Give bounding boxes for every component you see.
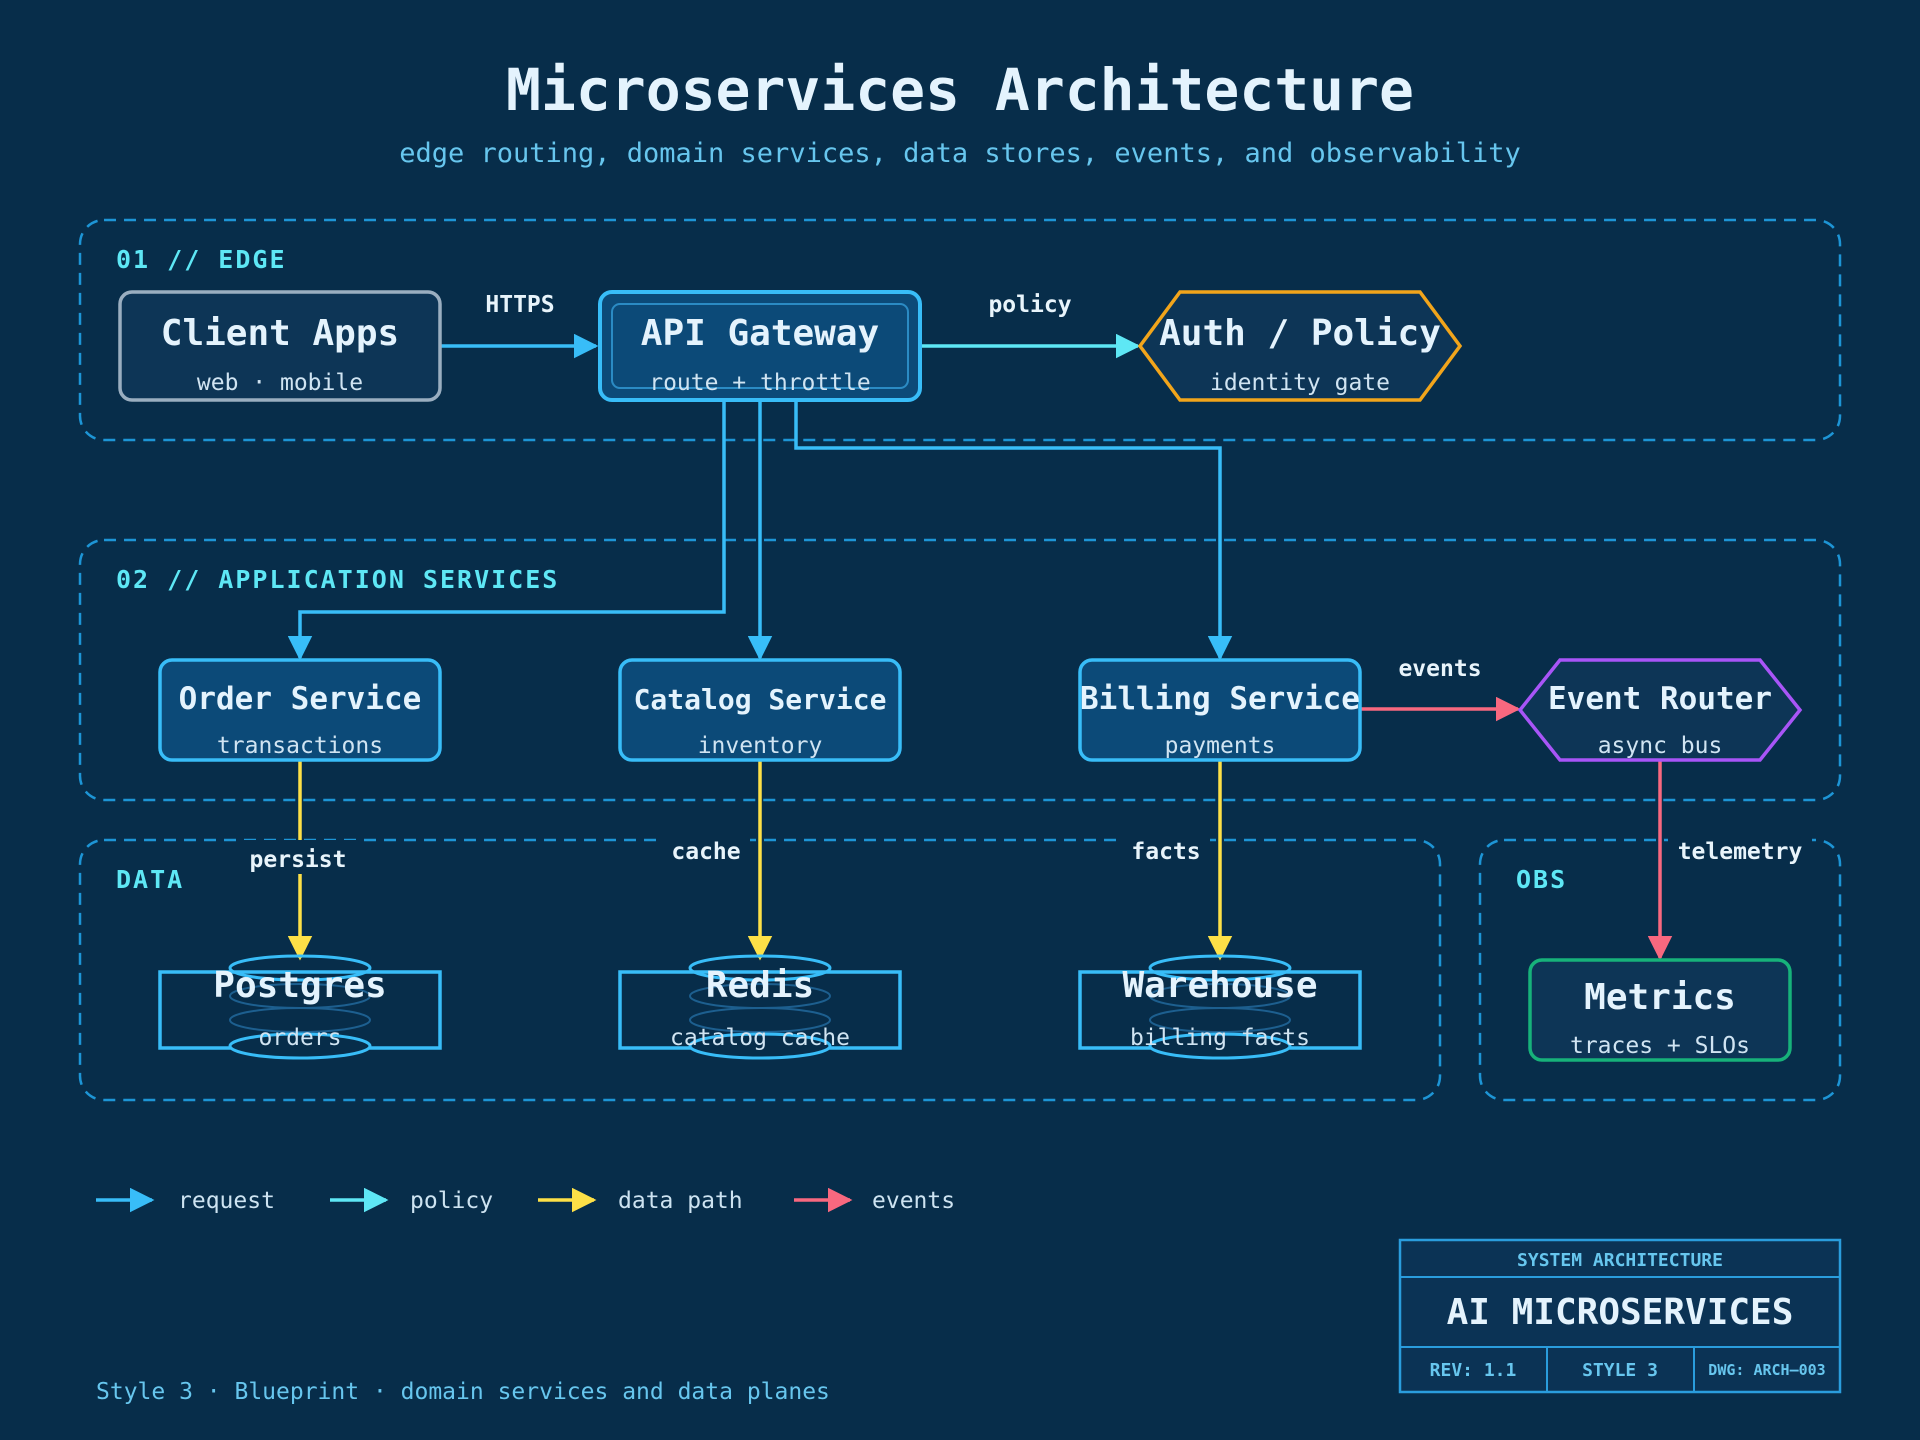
node-postgres-sub: orders <box>258 1025 341 1051</box>
legend-item-events: events <box>794 1187 955 1214</box>
db-disk-icon <box>1148 954 1292 982</box>
db-disk-icon <box>228 954 372 982</box>
db-disk-icon <box>1149 1007 1291 1033</box>
node-redis-title: Redis <box>706 965 814 1006</box>
edge-label-telemetry: telemetry <box>1678 839 1803 865</box>
node-redis[interactable]: Redis catalog cache <box>618 954 902 1060</box>
edge-label-facts: facts <box>1131 839 1200 865</box>
legend: request policy data path events <box>96 1187 955 1214</box>
node-warehouse-sub: billing facts <box>1130 1025 1310 1051</box>
node-router-sub: async bus <box>1598 733 1723 759</box>
node-billing-sub: payments <box>1165 733 1276 759</box>
zone-app-label: 02 // APPLICATION SERVICES <box>116 565 559 594</box>
db-disk-icon <box>689 1007 831 1033</box>
node-postgres-title: Postgres <box>213 965 386 1006</box>
zone-obs-label: OBS <box>1516 865 1567 894</box>
titleblock-rev: REV: 1.1 <box>1430 1360 1517 1381</box>
node-auth-title: Auth / Policy <box>1159 313 1441 354</box>
db-disk-icon <box>229 1007 371 1033</box>
node-auth-policy[interactable]: Auth / Policy identity gate <box>1137 290 1463 402</box>
db-disk-icon <box>688 1032 832 1060</box>
node-gateway-sub: route + throttle <box>649 370 871 396</box>
edge-label-events: events <box>1398 656 1481 682</box>
legend-label: data path <box>618 1188 743 1214</box>
edge-label-mask-persist <box>238 840 360 874</box>
node-order-sub: transactions <box>217 733 383 759</box>
edge-label-persist: persist <box>250 847 347 873</box>
node-gateway-title: API Gateway <box>641 313 879 354</box>
node-order-service[interactable]: Order Service transactions <box>158 658 442 762</box>
edge-gateway-order <box>287 400 726 661</box>
node-redis-sub: catalog cache <box>670 1025 850 1051</box>
node-metrics[interactable]: Metrics traces + SLOs <box>1528 958 1792 1062</box>
edge-label-https: HTTPS <box>485 292 554 318</box>
diagram-subtitle: edge routing, domain services, data stor… <box>399 138 1521 169</box>
edge-label-mask-facts <box>1122 830 1210 864</box>
node-postgres[interactable]: Postgres orders <box>158 954 442 1060</box>
node-event-router[interactable]: Event Router async bus <box>1517 658 1803 762</box>
title-block: SYSTEM ARCHITECTURE AI MICROSERVICES REV… <box>1398 1238 1842 1394</box>
edge-label-policy: policy <box>988 292 1071 318</box>
db-disk-icon <box>228 1032 372 1060</box>
node-api-gateway[interactable]: API Gateway route + throttle <box>598 290 922 402</box>
legend-label: request <box>178 1188 275 1214</box>
diagram-title: Microservices Architecture <box>506 56 1414 124</box>
node-catalog-service[interactable]: Catalog Service inventory <box>618 658 902 762</box>
node-catalog-title: Catalog Service <box>634 683 887 716</box>
legend-label: policy <box>410 1188 493 1214</box>
legend-item-request: request <box>96 1187 275 1214</box>
node-warehouse-title: Warehouse <box>1122 965 1317 1006</box>
edge-label-mask-cache <box>660 830 750 864</box>
node-auth-sub: identity gate <box>1210 370 1390 396</box>
node-billing-title: Billing Service <box>1080 681 1360 717</box>
node-warehouse[interactable]: Warehouse billing facts <box>1078 954 1362 1060</box>
titleblock-dwg: DWG: ARCH–003 <box>1708 1361 1825 1379</box>
node-router-title: Event Router <box>1548 681 1772 717</box>
node-client-title: Client Apps <box>161 313 399 354</box>
zone-data-label: DATA <box>116 865 184 894</box>
node-metrics-sub: traces + SLOs <box>1570 1033 1750 1059</box>
node-metrics-title: Metrics <box>1584 977 1736 1018</box>
footer-caption: Style 3 · Blueprint · domain services an… <box>96 1379 830 1405</box>
edge-gateway-billing <box>794 400 1233 661</box>
db-disk-icon <box>1148 1032 1292 1060</box>
zone-edge-label: 01 // EDGE <box>116 245 287 274</box>
edge-label-cache: cache <box>671 839 740 865</box>
titleblock-style: STYLE 3 <box>1582 1360 1658 1381</box>
node-client-sub: web · mobile <box>197 370 363 396</box>
db-disk-icon <box>688 954 832 982</box>
titleblock-name: AI MICROSERVICES <box>1447 1292 1794 1333</box>
legend-item-policy: policy <box>330 1187 493 1214</box>
node-billing-service[interactable]: Billing Service payments <box>1078 658 1362 762</box>
node-order-title: Order Service <box>179 681 422 717</box>
titleblock-heading: SYSTEM ARCHITECTURE <box>1517 1250 1723 1271</box>
node-client-apps[interactable]: Client Apps web · mobile <box>118 290 442 402</box>
edge-label-mask-telemetry <box>1668 830 1812 864</box>
legend-item-data-path: data path <box>538 1187 743 1214</box>
legend-label: events <box>872 1188 955 1214</box>
node-catalog-sub: inventory <box>698 733 823 759</box>
